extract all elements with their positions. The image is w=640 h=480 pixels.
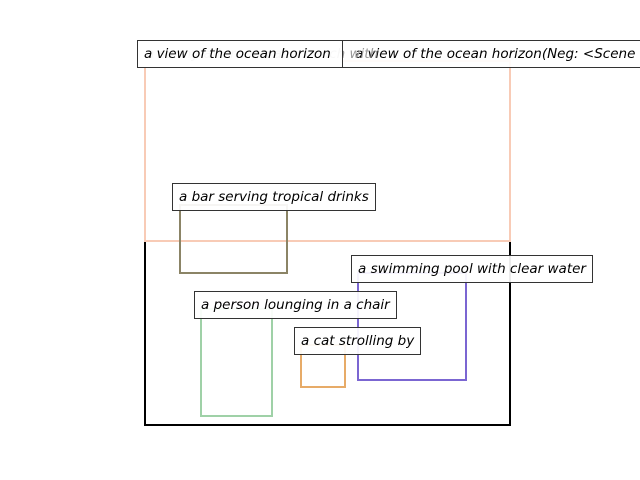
scene-label: a view of the ocean horizon — [137, 40, 343, 68]
region-label-person: a person lounging in a chair — [194, 291, 397, 319]
region-label-pool: a swimming pool with clear water — [351, 255, 593, 283]
region-label-bar: a bar serving tropical drinks — [172, 183, 376, 211]
region-box-bar — [179, 204, 288, 274]
region-label-cat: a cat strolling by — [294, 327, 422, 355]
region-box-person — [200, 308, 273, 417]
